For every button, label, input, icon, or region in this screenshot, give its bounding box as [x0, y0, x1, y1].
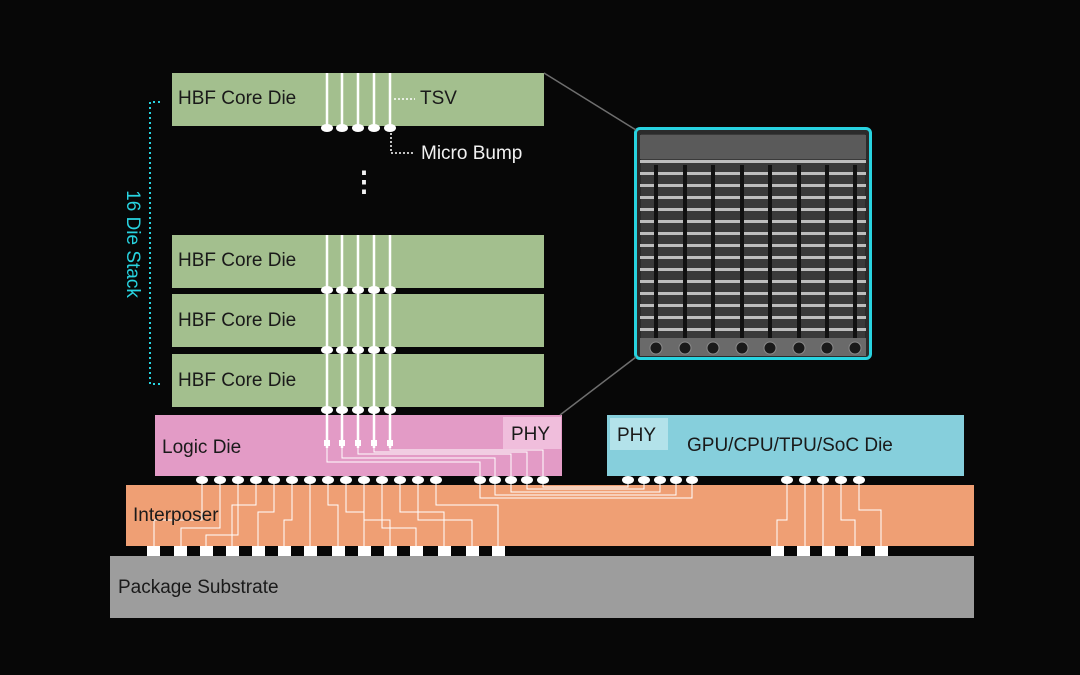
- core-die-label-3: HBF Core Die: [178, 310, 297, 331]
- phy-soc-block: [610, 418, 668, 450]
- core-die-label-top: HBF Core Die: [178, 88, 297, 109]
- phy-logic-label: PHY: [511, 424, 551, 445]
- substrate-label: Package Substrate: [118, 577, 279, 598]
- soc-die-label: GPU/CPU/TPU/SoC Die: [687, 435, 893, 456]
- core-die-label-4: HBF Core Die: [178, 370, 297, 391]
- stack-label: 16 Die Stack: [122, 190, 143, 298]
- interposer-label: Interposer: [133, 505, 219, 526]
- core-die-label-2: HBF Core Die: [178, 250, 297, 271]
- inset-layers: [640, 135, 866, 356]
- phy-logic-block: [503, 417, 561, 449]
- package-substrate: [110, 556, 974, 618]
- micro-bump-label: Micro Bump: [421, 143, 523, 164]
- tsv-label: TSV: [420, 88, 457, 109]
- stack-ellipsis: ⋮: [350, 166, 378, 197]
- phy-soc-label: PHY: [617, 425, 657, 446]
- logic-die-label: Logic Die: [162, 437, 242, 458]
